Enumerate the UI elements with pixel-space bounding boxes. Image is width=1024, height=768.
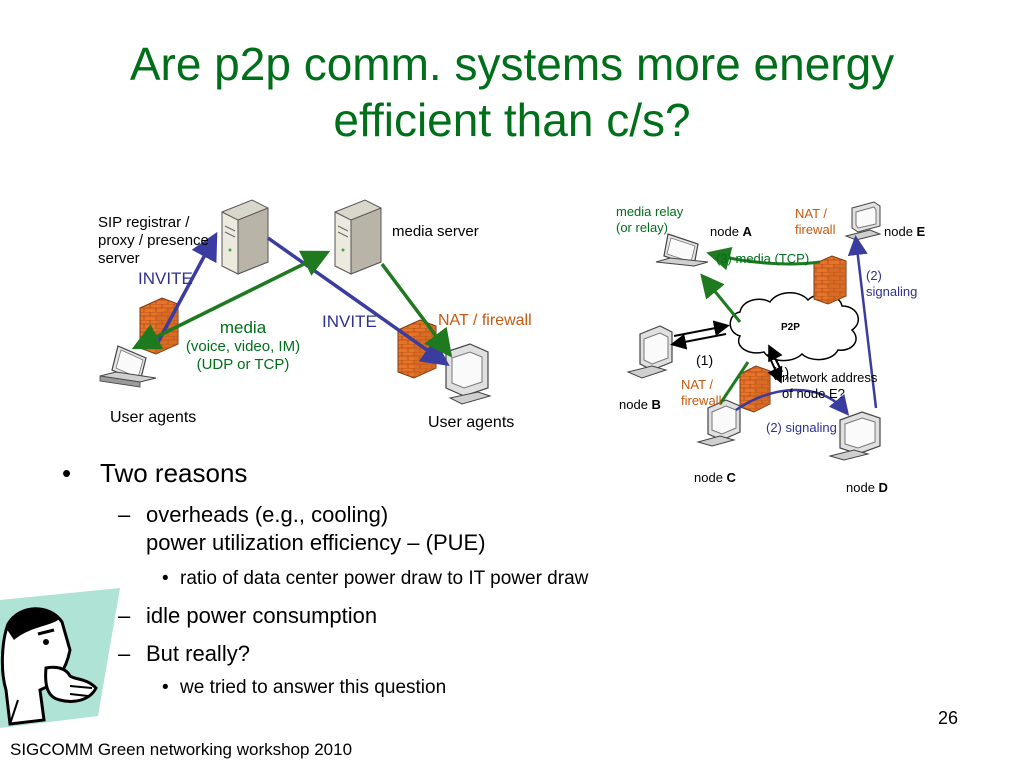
title-line-2: efficient than c/s?	[333, 94, 691, 146]
sip-server-icon	[221, 199, 269, 275]
bullet-level3: •ratio of data center power draw to IT p…	[162, 568, 589, 589]
bullet-level3: •we tried to answer this question	[162, 677, 447, 698]
signaling-top-label: (2) signaling	[866, 268, 918, 299]
signaling-bottom-label: (2) signaling	[766, 420, 837, 435]
bullet-level2: – overheads (e.g., cooling) power utiliz…	[118, 502, 486, 555]
relay-arrow-up	[700, 273, 742, 323]
firewall-node-c-icon	[739, 365, 771, 413]
thinking-man-icon	[0, 588, 120, 728]
page-number: 26	[938, 708, 959, 728]
media-relay-label: media relay (or relay)	[616, 204, 684, 235]
media-label: media (voice, video, IM) (UDP or TCP)	[185, 318, 301, 373]
node-a-laptop-icon	[655, 233, 709, 267]
signaling-arrow-top	[847, 235, 878, 409]
media-tcp-label: (3) media (TCP)	[716, 251, 810, 266]
media-tcp-arrow	[706, 246, 821, 271]
node-d-desktop-icon	[828, 411, 881, 461]
sip-server-label: SIP registrar / proxy / presence server	[98, 214, 209, 267]
bullet-level2: –idle power consumption	[118, 603, 378, 628]
media-server-label: media server	[392, 223, 479, 240]
network-address-label: network address of node E?	[782, 370, 878, 401]
nat-bottom-label: NAT / firewall	[681, 377, 722, 408]
user-agents-left-label: User agents	[110, 409, 197, 426]
firewall-node-e-icon	[813, 255, 847, 305]
invite-right-label: INVITE	[322, 312, 377, 331]
footer-text: SIGCOMM Green networking workshop 2010	[10, 740, 353, 759]
step1-label: (1)	[696, 352, 714, 368]
step1-arrow-b	[670, 333, 727, 350]
node-b-desktop-icon	[626, 325, 673, 379]
bullet-level1: •Two reasons	[62, 458, 248, 488]
title-line-1: Are p2p comm. systems more energy	[129, 38, 895, 90]
step1-arrow-d	[768, 344, 783, 373]
bullet-level2: –But really?	[118, 641, 250, 666]
node-d-label: node D	[846, 480, 888, 495]
desktop-right-icon	[445, 343, 492, 405]
node-e-desktop-icon	[844, 201, 882, 241]
node-a-label: node A	[710, 224, 752, 239]
p2p-cloud-icon	[729, 292, 860, 362]
slide-title: Are p2p comm. systems more energy effici…	[0, 36, 1024, 148]
node-c-label: node C	[694, 470, 736, 485]
node-e-label: node E	[884, 224, 926, 239]
invite-left-label: INVITE	[138, 269, 193, 288]
node-c-desktop-icon	[696, 399, 741, 447]
media-arrow-right	[380, 262, 453, 358]
relay-arrow-down	[718, 361, 750, 405]
media-arrow-left	[131, 250, 331, 350]
user-agents-right-label: User agents	[428, 414, 515, 431]
node-b-label: node B	[619, 397, 661, 412]
p2p-label: P2P	[781, 322, 800, 333]
nat-top-label: NAT / firewall	[795, 206, 836, 237]
step1-label-b: (1)	[772, 364, 790, 380]
laptop-left-icon	[99, 345, 157, 388]
signaling-arrow-bottom	[735, 388, 850, 416]
nat-firewall-label: NAT / firewall	[438, 312, 532, 329]
media-server-icon	[334, 199, 382, 275]
